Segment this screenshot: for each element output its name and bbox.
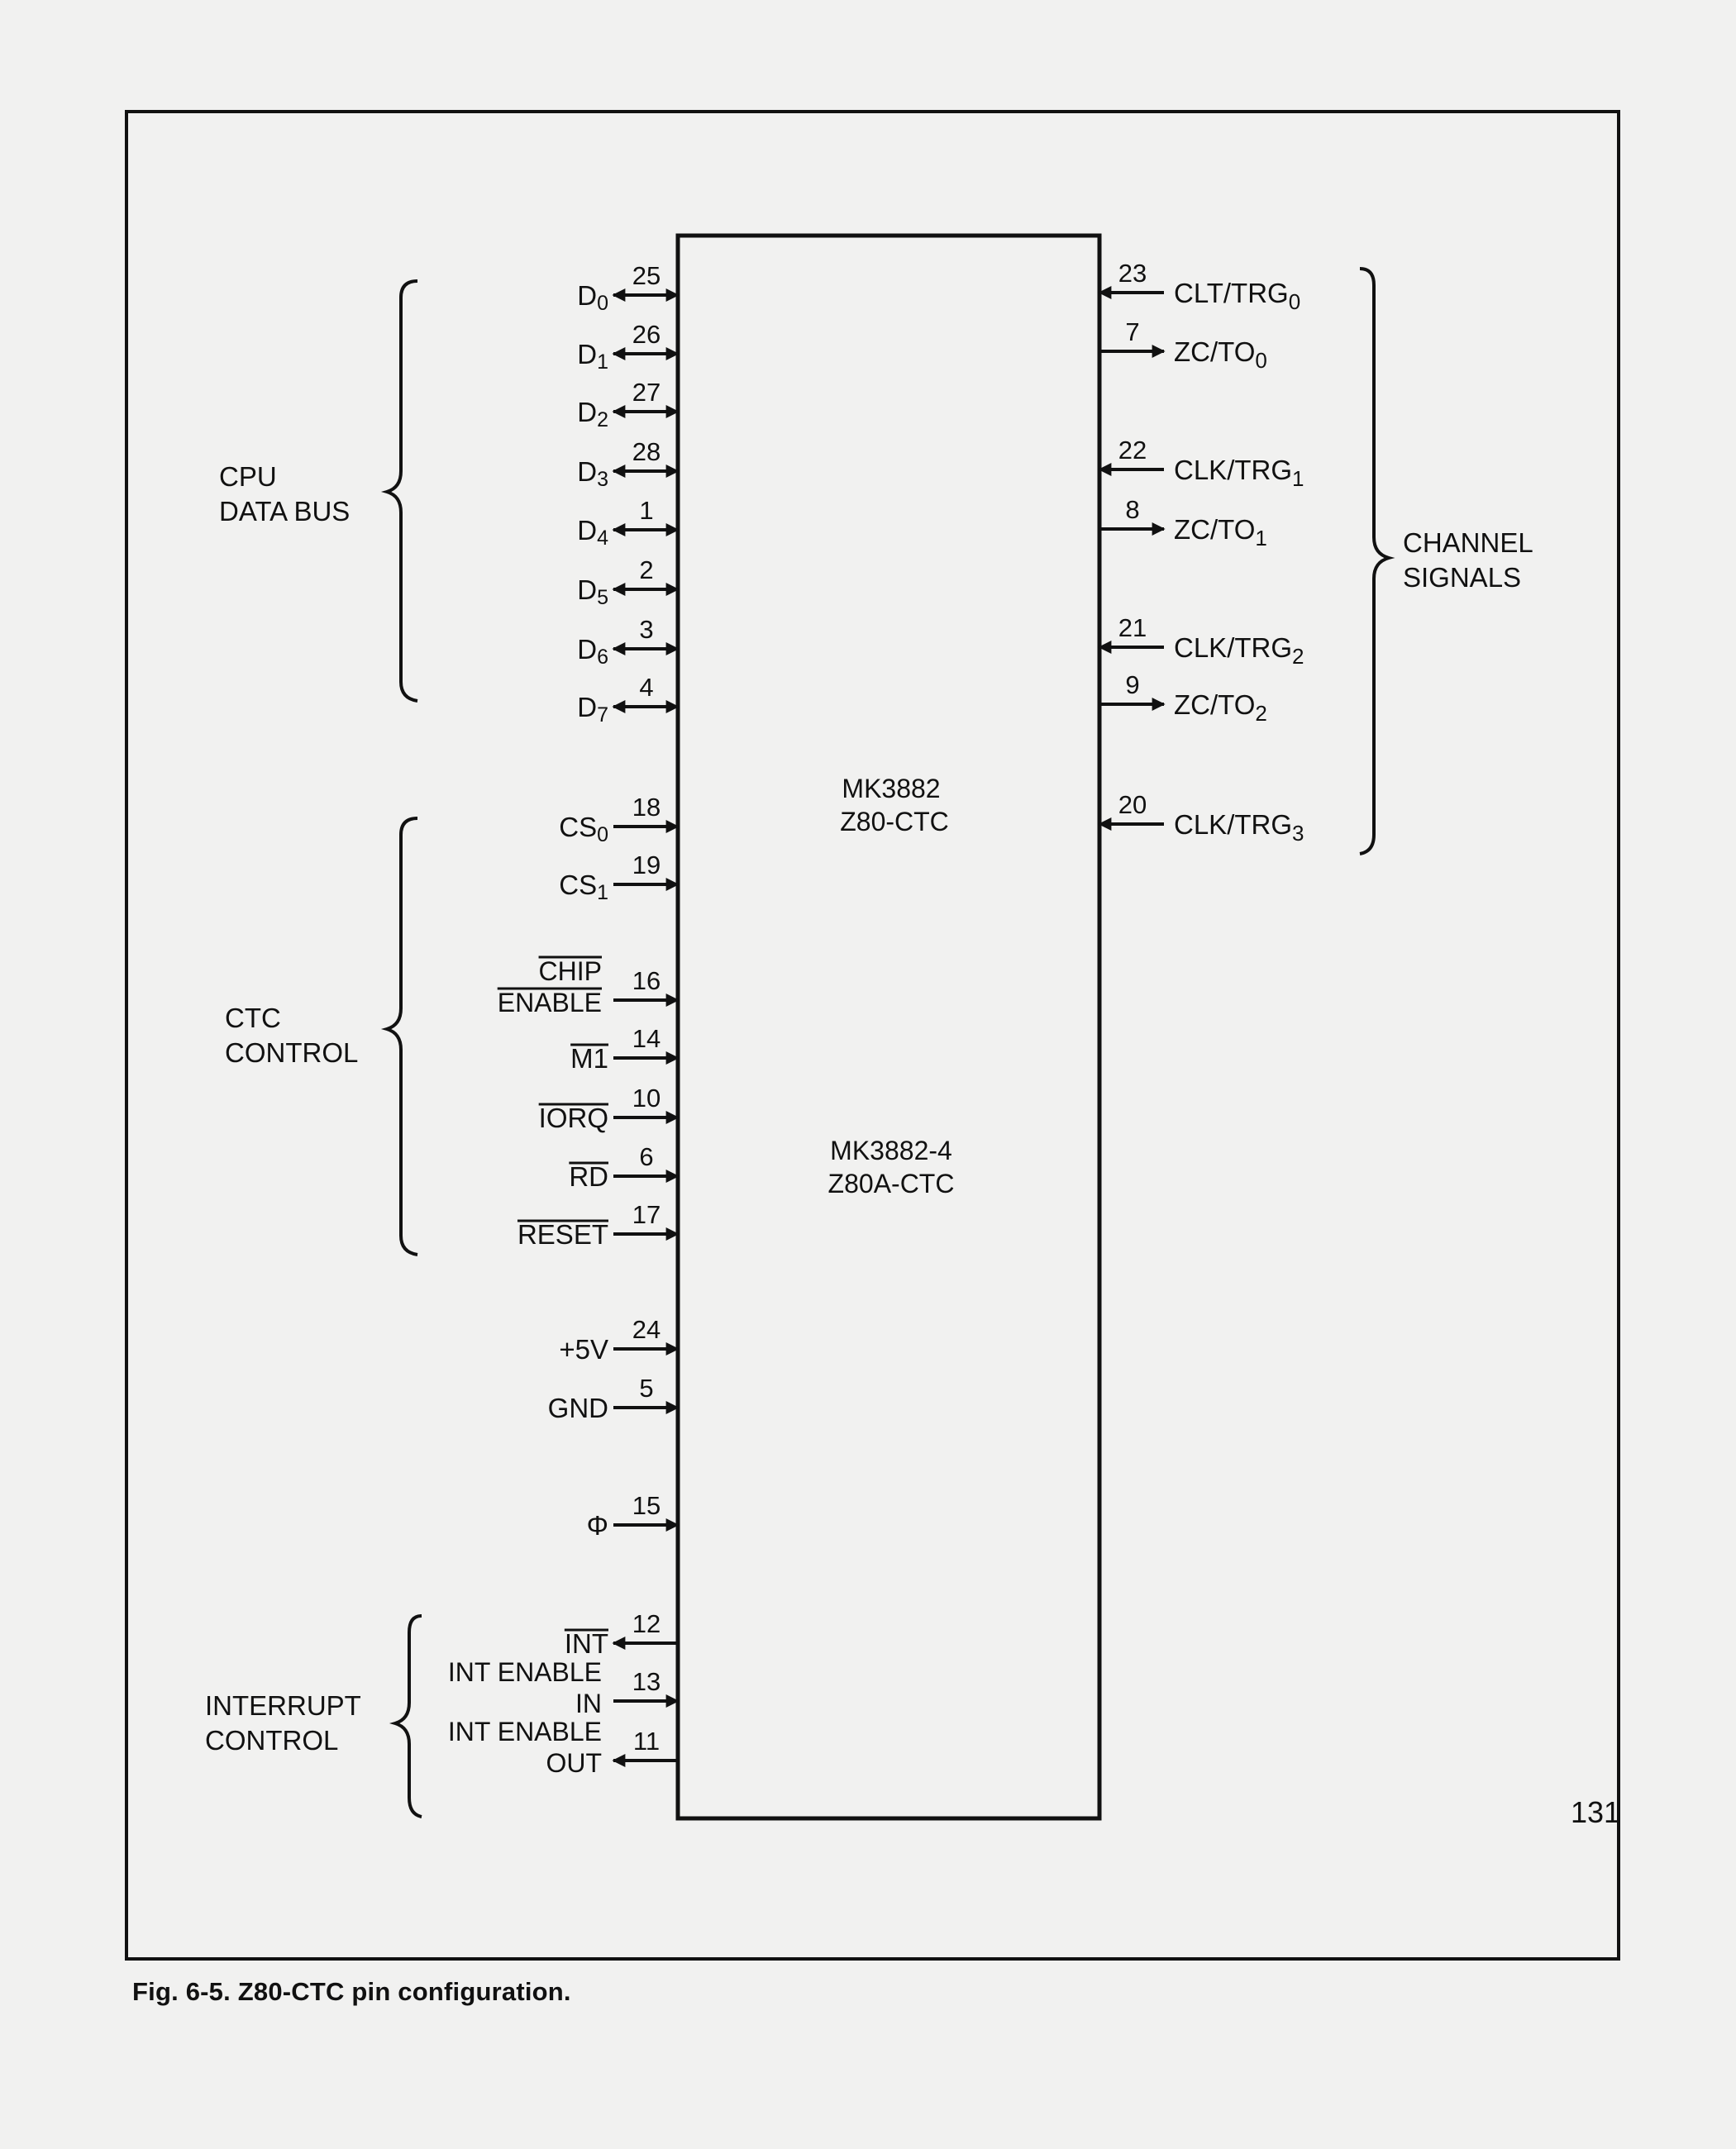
pin-5-number: 5 (639, 1374, 653, 1403)
pin-12-number: 12 (632, 1609, 661, 1638)
pin-21-number: 21 (1118, 613, 1147, 642)
group-label-cpu-data-bus-line1: CPU (219, 461, 277, 492)
pin-13-number: 13 (632, 1667, 661, 1696)
chip-label-top-line1: MK3882 (842, 774, 940, 803)
pin-16-number: 16 (632, 966, 661, 995)
pin-11-number: 11 (633, 1727, 660, 1756)
brace-cpu-data-bus (380, 279, 418, 703)
pin-26-number: 26 (632, 320, 661, 349)
pin-label-d0: D0 (577, 280, 608, 315)
pin-10-number: 10 (632, 1084, 661, 1113)
pin-label-zc-to1: ZC/TO1 (1174, 514, 1267, 550)
pin-label-int-enable-out: INT ENABLE (448, 1717, 602, 1746)
pin-27-number: 27 (632, 378, 661, 407)
pin-label-chip-enable: CHIP (539, 956, 602, 986)
pin-label-d1: D1 (577, 339, 608, 374)
pin-18-number: 18 (632, 793, 661, 822)
pin-label-cs0: CS0 (559, 812, 608, 846)
brace-interrupt-control (389, 1614, 422, 1818)
pin-3-number: 3 (639, 615, 653, 644)
pin-label-iorq: IORQ (539, 1103, 608, 1133)
page-number: 131 (1571, 1795, 1621, 1829)
pin-label-m1: M1 (570, 1043, 608, 1074)
group-label-channel-signals-line1: CHANNEL (1403, 527, 1533, 558)
pin-label-d6: D6 (577, 634, 608, 669)
group-label-ctc-control-line2: CONTROL (225, 1037, 358, 1068)
pin-20-number: 20 (1118, 790, 1147, 819)
pin-4-number: 4 (639, 673, 653, 702)
chip-label-top-line2: Z80-CTC (840, 807, 949, 836)
pin-label-d2: D2 (577, 397, 608, 431)
pin-24-number: 24 (632, 1315, 661, 1344)
pin-19-number: 19 (632, 851, 661, 879)
pin-label-int-enable-out-line2: OUT (546, 1748, 602, 1778)
pin-2-number: 2 (639, 555, 653, 584)
pin-label-d7: D7 (577, 692, 608, 727)
pin-9-number: 9 (1125, 670, 1139, 699)
brace-ctc-control (380, 817, 418, 1256)
pin-17-number: 17 (632, 1200, 661, 1229)
pin-8-number: 8 (1125, 495, 1139, 524)
figure-caption: Fig. 6-5. Z80-CTC pin configuration. (132, 1977, 571, 2006)
pin-label-cs1: CS1 (559, 870, 608, 904)
pin-23-number: 23 (1118, 259, 1147, 288)
figure-frame (125, 110, 1620, 1961)
pin-28-number: 28 (632, 437, 661, 466)
pin-label-int-enable-in-line2: IN (575, 1689, 602, 1718)
pin-14-number: 14 (632, 1024, 661, 1053)
pin-label-clt-trg0: CLT/TRG0 (1174, 278, 1300, 314)
pin-label-clk-trg3: CLK/TRG3 (1174, 809, 1304, 846)
pin-label-gnd: GND (548, 1393, 608, 1423)
group-label-ctc-control-line1: CTC (225, 1003, 281, 1033)
pin-22-number: 22 (1118, 436, 1147, 465)
pin-label-zc-to0: ZC/TO0 (1174, 336, 1267, 373)
pin-label-reset: RESET (517, 1219, 608, 1250)
pin-label-5v: +5V (559, 1334, 608, 1365)
group-label-cpu-data-bus-line2: DATA BUS (219, 496, 350, 527)
group-label-channel-signals-line2: SIGNALS (1403, 562, 1521, 593)
pin-label-int: INT (565, 1628, 608, 1659)
pin-label-d5: D5 (577, 574, 608, 609)
pin-7-number: 7 (1125, 317, 1139, 346)
group-label-interrupt-control-line2: CONTROL (205, 1725, 338, 1756)
pin-label-d4: D4 (577, 515, 608, 550)
pin-label-d3: D3 (577, 456, 608, 491)
chip-body (675, 233, 1102, 1821)
pin-15-number: 15 (632, 1491, 661, 1520)
chip-label-bottom-line1: MK3882-4 (830, 1136, 952, 1165)
pin-label-zc-to2: ZC/TO2 (1174, 689, 1267, 726)
brace-channel-signals (1359, 267, 1395, 855)
pin-1-number: 1 (639, 496, 653, 525)
group-label-interrupt-control-line1: INTERRUPT (205, 1690, 361, 1721)
pin-label-clk-trg2: CLK/TRG2 (1174, 632, 1304, 669)
pin-25-number: 25 (632, 261, 661, 290)
pin-6-number: 6 (639, 1142, 653, 1171)
pin-label-rd: RD (569, 1161, 608, 1192)
pin-label-int-enable-in: INT ENABLE (448, 1657, 602, 1687)
chip-label-bottom-line2: Z80A-CTC (828, 1169, 955, 1198)
pin-label-: Φ (587, 1510, 608, 1541)
pin-label-chip-enable-line2: ENABLE (498, 988, 602, 1017)
pin-label-clk-trg1: CLK/TRG1 (1174, 455, 1304, 491)
